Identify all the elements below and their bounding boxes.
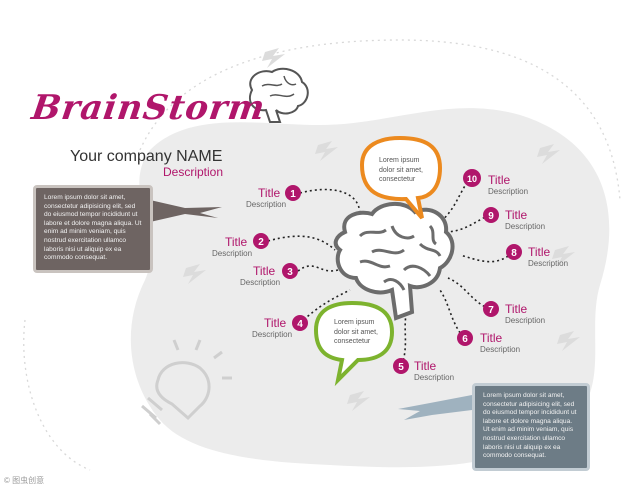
node-2-title: Title: [225, 235, 248, 249]
node-6-description: Description: [480, 345, 521, 354]
node-1-description: Description: [246, 200, 287, 209]
node-9-title: Title: [505, 208, 528, 222]
node-6-title: Title: [480, 331, 503, 345]
node-5-description: Description: [414, 373, 455, 382]
green-bubble-text: Lorem ipsum dolor sit amet, consectetur: [334, 319, 378, 345]
right-ribbon: [398, 395, 472, 420]
main-brain: [333, 202, 455, 321]
left-ribbon: [150, 200, 222, 222]
svg-text:7: 7: [488, 305, 494, 316]
node-2-marker: 2: [253, 233, 269, 249]
node-7-title: Title: [505, 302, 528, 316]
svg-text:1: 1: [290, 189, 296, 200]
node-10-marker: 10: [463, 169, 481, 187]
orange-speech-bubble: [359, 135, 443, 220]
node-8-title: Title: [528, 245, 551, 259]
svg-text:3: 3: [287, 267, 293, 278]
node-3-title: Title: [253, 264, 276, 278]
node-1-title: Title: [258, 186, 281, 200]
svg-text:8: 8: [511, 248, 517, 259]
node-4-marker: 4: [292, 315, 308, 331]
node-7-marker: 7: [483, 301, 499, 317]
node-1-marker: 1: [285, 185, 301, 201]
dotted-outline: [139, 39, 621, 201]
right-text-box: Lorem ipsum dolor sit amet, consectetur …: [472, 383, 590, 471]
node-3-marker: 3: [282, 263, 298, 279]
node-4-title: Title: [264, 316, 287, 330]
orange-bubble-text: Lorem ipsum dolor sit amet, consectetur: [379, 157, 423, 183]
left-text-box: Lorem ipsum dolor sit amet, consectetur …: [33, 185, 153, 273]
node-7-description: Description: [505, 316, 546, 325]
watermark: © 图虫创意: [4, 476, 45, 485]
node-5-title: Title: [414, 359, 437, 373]
node-8-marker: 8: [506, 244, 522, 260]
svg-text:10: 10: [467, 174, 477, 184]
node-3-description: Description: [240, 278, 281, 287]
node-10-description: Description: [488, 187, 529, 196]
svg-text:6: 6: [462, 334, 468, 345]
lightbulb-icon: [141, 339, 232, 426]
company-description: Description: [163, 165, 224, 179]
node-5-marker: 5: [393, 358, 409, 374]
node-4-description: Description: [252, 330, 293, 339]
node-9-marker: 9: [483, 207, 499, 223]
company-name: Your company NAME: [70, 148, 223, 165]
dotted-outline-left: [23, 319, 91, 471]
node-8-description: Description: [528, 259, 569, 268]
node-2-description: Description: [212, 249, 253, 258]
node-6-marker: 6: [457, 330, 473, 346]
node-9-description: Description: [505, 222, 546, 231]
green-speech-bubble: [313, 300, 395, 387]
svg-text:2: 2: [258, 237, 264, 248]
svg-text:5: 5: [398, 362, 404, 373]
svg-text:9: 9: [488, 211, 494, 222]
node-10-title: Title: [488, 173, 511, 187]
svg-text:4: 4: [297, 319, 303, 330]
